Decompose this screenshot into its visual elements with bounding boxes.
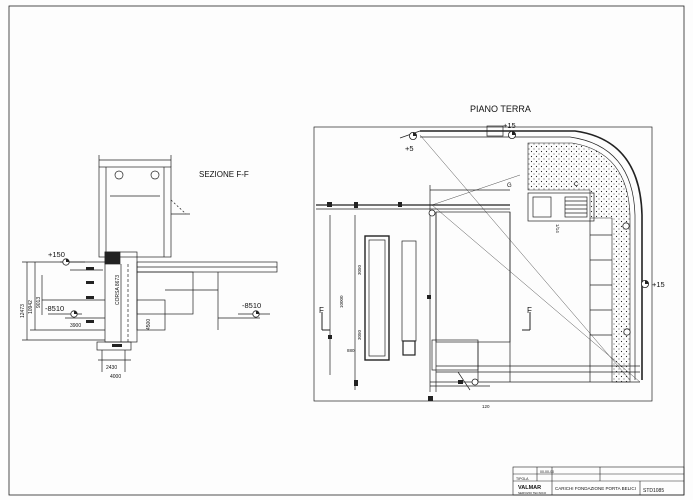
stair-box (527, 192, 595, 222)
equipment-bar-right (401, 240, 417, 342)
plan-boundary (313, 126, 653, 402)
shaft-tags (86, 267, 122, 347)
dim-3900: 3900 (70, 323, 81, 329)
dim-2430: 2430 (106, 365, 117, 371)
dim-10942: 10942 (28, 300, 34, 314)
title-block (512, 466, 685, 496)
dim-3050-bottom: 3050 (357, 329, 362, 340)
dim-10000: 10000 (339, 295, 344, 308)
plan-level-top-right: +15 (503, 121, 516, 130)
plan-level-markers-fill (413, 131, 649, 284)
dim-3050-top: 3050 (357, 264, 362, 275)
section-mark-right: F (527, 306, 532, 315)
dim-880: 880 (347, 348, 355, 353)
title-block-date: 00-00-00 (540, 470, 554, 474)
company-subtitle: SERVIZIO TECNICO (518, 491, 547, 495)
dim-ramp: 1/14 (555, 224, 560, 233)
plan-view (313, 125, 653, 402)
level-left-label: -8510 (45, 304, 64, 313)
sheet-border (8, 5, 685, 496)
tower-frame (98, 166, 172, 258)
plan-letter-g: G (507, 183, 512, 189)
dim-9013: 9013 (36, 297, 42, 308)
plan-level-right: +15 (652, 280, 665, 289)
plan-title: PIANO TERRA (470, 104, 531, 114)
dim-120: 120 (482, 404, 490, 409)
drawing-title: CARICHI FONDAZIONE PORTA BELICI (555, 486, 636, 491)
section-title: SEZIONE F-F (199, 170, 249, 179)
shaft-head-block (104, 251, 121, 265)
curved-wall (420, 130, 643, 380)
dim-4500: 4500 (146, 319, 152, 330)
plan-level-top-left: +5 (405, 144, 414, 153)
inner-room (435, 211, 511, 343)
section-level-markers-fill (66, 258, 260, 314)
company-logo-text: VALMAR (518, 485, 541, 491)
section-mark-left: F (319, 306, 324, 315)
title-block-row-label: TIPOLA (516, 477, 529, 481)
section-view (22, 155, 278, 372)
equipment-bar-left (364, 235, 390, 361)
plan-letter-c: C (574, 182, 579, 188)
level-top-label: +150 (48, 250, 65, 259)
dim-12473: 12473 (20, 304, 26, 318)
plan-columns (327, 202, 463, 401)
dim-corsa: CORSA 8673 (115, 275, 121, 305)
drawing-code: STD1085 (643, 488, 664, 494)
dotted-zone (527, 142, 631, 383)
level-right-label: -8510 (242, 301, 261, 310)
dim-4000: 4000 (110, 374, 121, 380)
